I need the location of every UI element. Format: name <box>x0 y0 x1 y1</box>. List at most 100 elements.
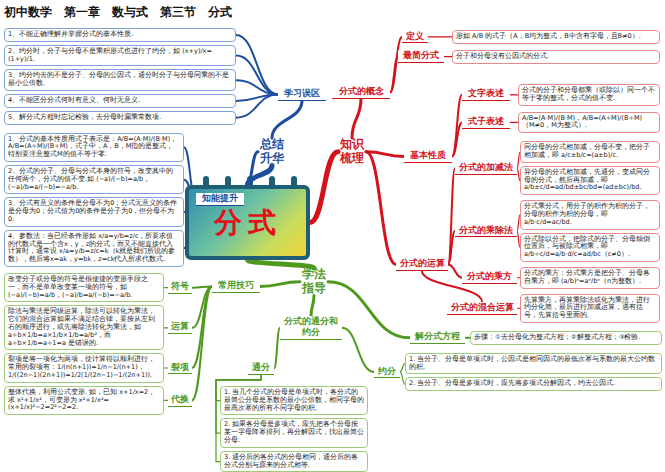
node-text: 改变分子或分母的符号是很便捷的变形手段之一，而不是单单改变某一项的符号，如 (−… <box>8 276 160 299</box>
node-text: 除法与乘法是同级运算，除法可以转化为乘法，它们的混合运算如果不满足结合律，要按从… <box>8 308 160 347</box>
node-text: 运算 <box>169 321 191 332</box>
topic-label: 分式的混合运算 <box>447 302 517 315</box>
note-box: 4、参数法：当已经条件形如 x/a=y/b=z/c，所要求值的代数式是一个含x，… <box>4 230 184 267</box>
branch-connector <box>448 231 455 264</box>
branch-connector <box>192 286 212 368</box>
note-box: 1. 当分子、分母是单项式时，公因式是相同因式的最低次幂与系数的最大公约数的积. <box>405 353 662 375</box>
node-text: 2. 如果各分母是多项式，应先把各个分母按某一字母降幂排列，再分解因式，找出最简… <box>224 421 364 444</box>
note-box: 5、解分式方程时忘记检验，去分母时漏乘常数项. <box>4 111 236 125</box>
topic-label: 解分式方程 <box>410 331 465 344</box>
topic-label: 最简分式 <box>398 50 444 63</box>
branch-label: 学法指导 <box>300 268 328 296</box>
topic-label: 分式的运算 <box>396 258 448 271</box>
topic-label: 通分 <box>248 362 274 375</box>
note-box: 1、分式的基本性质用式子表示是：A/B=(A·M)/(B·M)，A/B=(A÷M… <box>4 133 184 162</box>
node-text: 1. 当分子、分母是单项式时，公因式是相同因式的最低次幂与系数的最大公约数的积. <box>409 356 658 372</box>
note-box: 2、约分时，分子与分母不是乘积形式也进行了约分，如 (x+y)/x=(1+y)/… <box>4 45 236 67</box>
node-text: 分式的混合运算 <box>448 302 516 313</box>
node-text: 常用技巧 <box>213 280 259 291</box>
topic-label: 常用技巧 <box>212 280 260 293</box>
branch-connector <box>272 101 302 138</box>
node-text: 分式除以分式，把除式的分子、分母颠倒位置后，与被除式相乘，即 a/b÷c/d=a… <box>524 236 656 259</box>
branch-connector <box>260 282 300 287</box>
note-box: 同分母的分式相加减，分母不变，把分子相加减，即 a/c±b/c=(a±b)/c. <box>520 141 660 163</box>
node-text: 代换 <box>169 394 191 405</box>
node-text: 文字表述 <box>463 88 509 99</box>
branch-connector <box>452 95 462 157</box>
node-text: 分式乘分式，用分子的积作为积的分子，分母的积作为积的分母，即 a/b·c/d=a… <box>524 203 656 226</box>
branch-connector <box>342 328 374 372</box>
node-text: 式子表述 <box>463 116 509 127</box>
node-text: 4、不能区分分式何时有意义、何时无意义. <box>8 97 232 105</box>
node-text: 分式的乘方 <box>463 271 516 282</box>
note-box: 步骤：①去分母化为整式方程；②解整式方程；③检验. <box>470 331 662 345</box>
node-text: 3、约分约去的不是分子、分母的公因式，通分时分子与分母同乘的不是最小公倍数. <box>8 72 232 88</box>
node-text: 整体代换，利用公式变形. 如，已知 x+1/x=2，求 x²+1/x²，可变形为… <box>8 389 160 412</box>
topic-label: 分式的加减法 <box>455 162 517 175</box>
note-box: 分子和分母没有公因式的分式. <box>452 50 660 64</box>
node-text: 5、解分式方程时忘记检验，去分母时漏乘常数项. <box>8 114 232 122</box>
node-text: 异分母的分式相加减，先通分，变成同分母的分式，然后再加减，即 a/b±c/d=a… <box>524 169 656 192</box>
branch-connector <box>510 94 518 95</box>
node-text: 3. 通分后的各分式的分母相同，通分后的各分式分别与原来的分式相等. <box>224 454 364 470</box>
topic-label: 分式的乘除法 <box>455 225 517 238</box>
branch-connector <box>192 286 212 400</box>
note-box: 改变分子或分母的符号是很便捷的变形手段之一，而不是单单改变某一项的符号，如 (−… <box>4 273 164 302</box>
node-text: 解分式方程 <box>411 331 464 342</box>
note-box: 整体代换，利用公式变形. 如，已知 x+1/x=2，求 x²+1/x²，可变形为… <box>4 386 164 415</box>
branch-connector <box>448 168 455 264</box>
branch-connector <box>428 36 452 37</box>
node-text: 步骤：①去分母化为整式方程；②解整式方程；③检验. <box>474 334 658 342</box>
topic-label: 代换 <box>168 394 192 407</box>
note-box: 分式的乘方：分式乘方是把分子、分母各自乘方，即 (a/b)ⁿ=aⁿ/bⁿ（n为整… <box>520 267 660 289</box>
node-text: 总结升华 <box>258 138 286 166</box>
branch-connector <box>390 37 402 93</box>
branch-label: 知识梳理 <box>338 138 366 166</box>
node-text: 1、不能正确理解并掌握分式的基本性质. <box>8 31 232 39</box>
node-text: 分子和分母没有公因式的分式. <box>456 53 656 61</box>
node-text: 裂项是将一项化为两项，使计算得以顺利进行，常用的裂项有：1/(n(n+1))=1… <box>8 356 160 379</box>
branch-connector <box>310 152 338 223</box>
node-text: 2. 当分子、分母是多项式时，应先将多项式分解因式，约去公因式. <box>409 380 658 388</box>
note-box: 2. 当分子、分母是多项式时，应先将多项式分解因式，约去公因式. <box>405 377 662 391</box>
node-text: 学习误区 <box>279 88 325 99</box>
node-text: 定义 <box>403 31 427 42</box>
branch-connector <box>236 56 278 95</box>
node-text: 3、分式有意义的条件是分母不为0；分式无意义的条件是分母为0；分式值为0的条件是… <box>8 200 180 223</box>
node-text: 先算乘方，再算乘除法或化为乘法，进行约分化简，最后进行加减运算，遇有括号，先算括… <box>524 297 656 320</box>
topic-label: 分式的乘方 <box>462 271 517 284</box>
branch-connector <box>248 260 315 268</box>
note-box: 2. 如果各分母是多项式，应先把各个分母按某一字母降幂排列，再分解因式，找出最简… <box>220 418 368 447</box>
topic-label: 分式的概念 <box>332 86 390 99</box>
node-text: 知能提升 <box>197 193 243 204</box>
node-text: 分式的运算 <box>397 258 447 269</box>
note-box: 1、不能正确理解并掌握分式的基本性质. <box>4 28 236 42</box>
note-box: 分式乘分式，用分子的积作为积的分子，分母的积作为积的分母，即 a/b·c/d=a… <box>520 200 660 229</box>
note-box: 3、分式有意义的条件是分母不为0；分式无意义的条件是分母为0；分式值为0的条件是… <box>4 197 184 226</box>
branch-connector <box>352 99 361 138</box>
node-text: 4、参数法：当已经条件形如 x/a=y/b=z/c，所要求值的代数式是一个含x，… <box>8 233 180 264</box>
note-box: 形如 A/B 的式子（A，B均为整式，B中含有字母，且B≠0）. <box>452 30 660 44</box>
branch-connector <box>452 122 462 156</box>
topic-label: 式子表述 <box>462 116 510 129</box>
node-text: 1、分式的基本性质用式子表示是：A/B=(A·M)/(B·M)，A/B=(A÷M… <box>8 136 180 159</box>
topic-label: 学习误区 <box>278 88 326 101</box>
note-box: 4、不能区分分式何时有意义、何时无意义. <box>4 94 236 108</box>
topic-label: 裂项 <box>168 362 192 375</box>
page-title: 初中数学 第一章 数与式 第三节 分式 <box>4 4 232 21</box>
branch-connector <box>236 35 278 95</box>
node-text: 分式的乘除法 <box>456 225 516 236</box>
node-text: 形如 A/B 的式子（A，B均为整式，B中含有字母，且B≠0）. <box>456 33 656 41</box>
branch-connector <box>236 94 278 117</box>
note-box: 分式除以分式，把除式的分子、分母颠倒位置后，与被除式相乘，即 a/b÷c/d=a… <box>520 233 660 262</box>
node-text: 分式的分子和分母都乘（或除以）同一个不等于零的整式，分式的值不变. <box>522 87 656 103</box>
node-text: 2、分式的分子、分母与分式本身的符号，改变其中的任何两个，分式的值不变.如 (−… <box>8 168 180 191</box>
branch-connector <box>448 264 462 277</box>
topic-label: 文字表述 <box>462 88 510 101</box>
node-text: 裂项 <box>169 362 191 373</box>
note-box: 2、分式的分子、分母与分式本身的符号，改变其中的任何两个，分式的值不变.如 (−… <box>4 165 184 194</box>
node-text: 分式的通分和约分 <box>281 316 341 338</box>
node-text: 符号 <box>169 281 191 292</box>
node-text: 分式的乘方：分式乘方是把分子、分母各自乘方，即 (a/b)ⁿ=aⁿ/bⁿ（n为整… <box>524 270 656 286</box>
